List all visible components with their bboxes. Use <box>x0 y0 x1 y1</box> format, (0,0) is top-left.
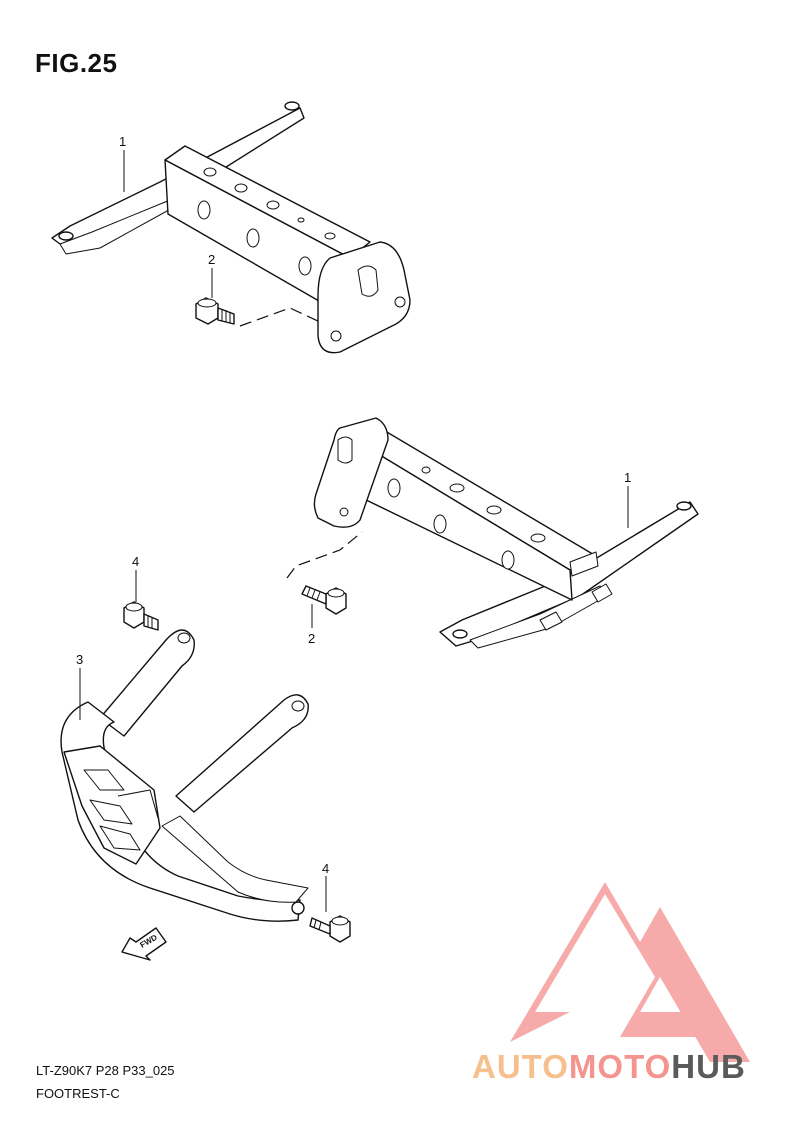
svg-text:1: 1 <box>119 134 126 149</box>
figure-title: FIG.25 <box>35 48 118 78</box>
svg-text:3: 3 <box>76 652 83 667</box>
svg-text:1: 1 <box>624 470 631 485</box>
forward-arrow-icon: FWD <box>121 927 167 961</box>
bolt-4-upper <box>123 601 159 631</box>
bolt-4-lower <box>309 915 351 943</box>
bolt-2-lower <box>301 585 347 615</box>
footrest-bracket-upper <box>51 101 411 354</box>
callout-2-upper: 2 <box>208 252 215 298</box>
svg-text:4: 4 <box>322 861 329 876</box>
bolt-2-upper <box>195 297 235 325</box>
diagram-code: LT-Z90K7 P28 P33_025 <box>36 1063 175 1078</box>
front-guard-bar <box>60 629 309 922</box>
callout-2-lower: 2 <box>308 604 315 646</box>
diagram-name: FOOTREST-C <box>36 1086 120 1101</box>
callout-1-lower: 1 <box>624 470 631 528</box>
svg-text:4: 4 <box>132 554 139 569</box>
svg-text:2: 2 <box>308 631 315 646</box>
watermark-wordmark: AUTOMOTOHUB <box>472 1048 746 1085</box>
callout-3: 3 <box>76 652 83 720</box>
callout-4-lower: 4 <box>322 861 329 912</box>
automotohub-logo-icon <box>510 882 750 1062</box>
callout-4-upper: 4 <box>132 554 139 602</box>
svg-text:2: 2 <box>208 252 215 267</box>
callout-1-upper: 1 <box>119 134 126 192</box>
footrest-bracket-lower <box>313 417 699 649</box>
